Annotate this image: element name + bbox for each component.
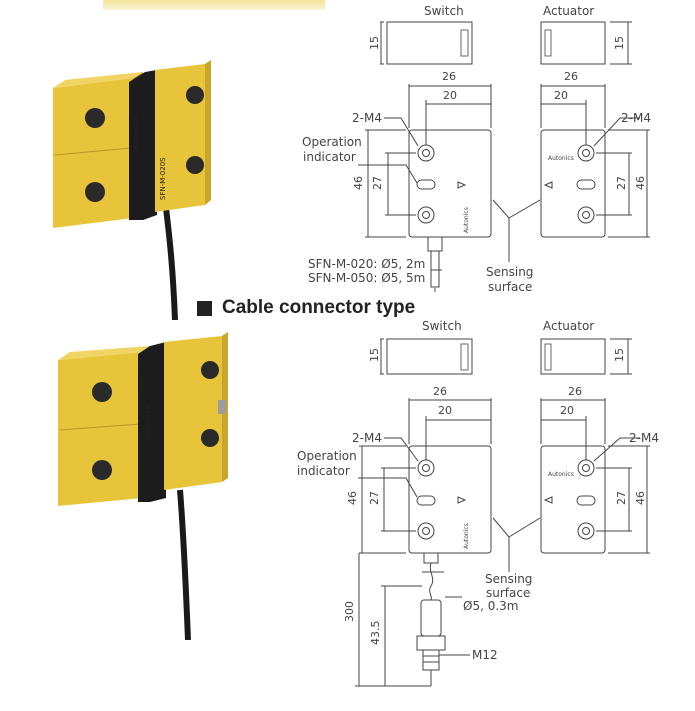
top-switch-face-label: Autonics xyxy=(463,207,470,233)
top-dim-26-switch: 26 xyxy=(442,70,456,83)
bottom-dim-27-actuator: 27 xyxy=(615,491,628,505)
photo-brand-top: Autonics xyxy=(132,116,140,150)
top-dimension-drawing: Switch Actuator 15 15 26 20 26 20 46 27 … xyxy=(302,4,651,294)
bottom-dim-43-5: 43.5 xyxy=(369,621,382,646)
bottom-op-indicator-line2: indicator xyxy=(297,464,350,478)
photo-model-bottom: SFN-M-A xyxy=(138,370,146,400)
top-dim-15-actuator: 15 xyxy=(613,36,626,50)
top-sensing-line2: surface xyxy=(488,280,532,294)
top-actuator-title: Actuator xyxy=(543,4,594,18)
top-actuator-face-label: Autonics xyxy=(548,155,574,162)
top-dim-46-switch: 46 xyxy=(352,176,365,190)
bottom-cable-label: Ø5, 0.3m xyxy=(463,599,518,613)
bottom-sensing-line1: Sensing xyxy=(485,572,532,586)
section-heading: Cable connector type xyxy=(197,296,415,320)
top-dim-15-switch: 15 xyxy=(368,36,381,50)
bottom-m4-actuator: 2-M4 xyxy=(629,431,659,445)
bottom-dim-300: 300 xyxy=(343,601,356,622)
bottom-dim-20-actuator: 20 xyxy=(560,404,574,417)
product-photo-bottom: Autonics SFN-M-A xyxy=(58,332,228,640)
bottom-op-indicator-line1: Operation xyxy=(297,449,357,463)
bottom-switch-title: Switch xyxy=(422,319,462,333)
bottom-dim-15-switch: 15 xyxy=(368,348,381,362)
top-dim-26-actuator: 26 xyxy=(564,70,578,83)
top-op-indicator-line1: Operation xyxy=(302,135,362,149)
top-cable-050: SFN-M-050: Ø5, 5m xyxy=(308,271,425,285)
photo-model-top: SFN-M-020S xyxy=(159,157,167,200)
bottom-dim-46-switch: 46 xyxy=(346,491,359,505)
top-dim-27-switch: 27 xyxy=(371,176,384,190)
bottom-dim-27-switch: 27 xyxy=(368,491,381,505)
product-photo-top: Autonics SFN-M-020S xyxy=(53,60,211,320)
top-m4-switch: 2-M4 xyxy=(352,111,382,125)
bottom-dim-15-actuator: 15 xyxy=(613,348,626,362)
top-op-indicator-line2: indicator xyxy=(303,150,356,164)
bottom-dim-20-switch: 20 xyxy=(438,404,452,417)
top-sensing-line1: Sensing xyxy=(486,265,533,279)
photo-brand-bottom: Autonics xyxy=(144,406,152,440)
bottom-sensing-line2: surface xyxy=(486,586,530,600)
top-switch-title: Switch xyxy=(424,4,464,18)
bottom-dim-46-actuator: 46 xyxy=(634,491,647,505)
top-cable-020: SFN-M-020: Ø5, 2m xyxy=(308,257,425,271)
top-dim-20-switch: 20 xyxy=(443,89,457,102)
bottom-dimension-drawing: Switch Actuator 15 15 26 20 26 20 46 27 … xyxy=(297,319,659,687)
heading-square-icon xyxy=(197,300,212,316)
bottom-actuator-title: Actuator xyxy=(543,319,594,333)
bottom-m4-switch: 2-M4 xyxy=(352,431,382,445)
top-dim-27-actuator: 27 xyxy=(615,176,628,190)
bottom-m12-label: M12 xyxy=(472,648,498,662)
top-dim-46-actuator: 46 xyxy=(634,176,647,190)
top-dim-20-actuator: 20 xyxy=(554,89,568,102)
section-heading-text: Cable connector type xyxy=(222,297,416,318)
bottom-dim-26-switch: 26 xyxy=(433,385,447,398)
top-m4-actuator: 2-M4 xyxy=(621,111,651,125)
bottom-switch-face-label: Autonics xyxy=(463,523,470,549)
bottom-actuator-face-label: Autonics xyxy=(548,471,574,478)
top-yellow-strip xyxy=(103,0,325,10)
bottom-dim-26-actuator: 26 xyxy=(568,385,582,398)
